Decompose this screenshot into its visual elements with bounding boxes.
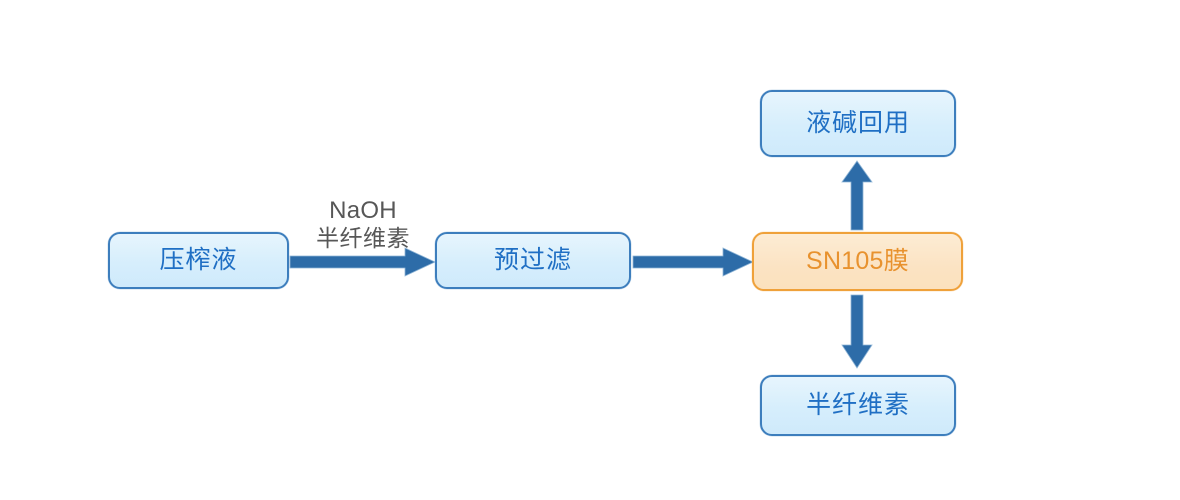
arrow-membrane-to-alkali-reuse [840, 160, 874, 231]
arrow-press-to-prefilter [289, 246, 436, 278]
arrow-up-icon [841, 160, 873, 231]
edge-label-naoh-hemicellulose: NaOH 半纤维素 [292, 197, 434, 252]
flow-node-alkali-reuse[interactable]: 液碱回用 [760, 90, 956, 157]
flow-node-label: 压榨液 [159, 246, 238, 274]
arrow-prefilter-to-membrane [632, 246, 754, 278]
edge-label-line-2: 半纤维素 [316, 224, 410, 251]
edge-label-line-1: NaOH [329, 197, 397, 224]
arrow-down-icon [841, 294, 873, 369]
flow-node-label: 预过滤 [494, 246, 572, 274]
flow-node-prefilter[interactable]: 预过滤 [435, 232, 631, 289]
flow-node-press-liquor[interactable]: 压榨液 [108, 232, 289, 289]
flow-node-label: 半纤维素 [806, 391, 910, 419]
flow-node-sn105-membrane[interactable]: SN105膜 [752, 232, 963, 291]
flow-node-hemicellulose[interactable]: 半纤维素 [760, 375, 956, 436]
arrow-right-icon [632, 247, 754, 277]
arrow-right-icon [289, 247, 436, 277]
flow-node-label: SN105膜 [806, 247, 909, 275]
flow-node-label: 液碱回用 [806, 109, 910, 137]
arrow-membrane-to-hemicellulose [840, 294, 874, 369]
